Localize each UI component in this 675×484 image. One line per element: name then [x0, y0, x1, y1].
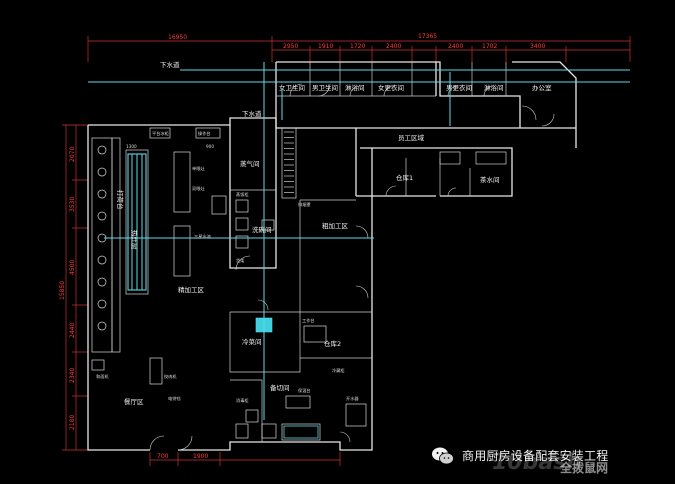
label-storage-2: 仓库2: [324, 339, 341, 348]
dim-left-seg-2: 3530: [69, 197, 76, 212]
label-drain-1: 下水道: [160, 60, 180, 69]
label-toilet-f: 女卫生间: [279, 83, 305, 92]
label-storage-1: 仓库1: [396, 173, 413, 182]
eq-label-15: 保温台: [298, 387, 311, 394]
burner-icon: [97, 211, 107, 221]
dim-top-seg-6: 2400: [448, 43, 463, 50]
dim-left-seg-1: 2070: [69, 147, 76, 162]
staff-room-partitions: [276, 62, 507, 196]
dim-top-seg-8: 3400: [530, 43, 545, 50]
label-office: 办公室: [532, 83, 552, 92]
dim-top-seg-2: 1910: [318, 43, 333, 50]
label-shower: 淋浴间: [345, 83, 365, 92]
dim-left-total: 15850: [59, 281, 66, 300]
eq-label-5: 蒸饭柜: [236, 191, 249, 198]
left-dimension-line: 15850 2070 3530 4500 2440 2340 2180: [59, 124, 88, 451]
label-pass-area: 备切间: [270, 383, 290, 392]
burner-icon: [97, 299, 107, 309]
label-toilet-m: 男卫生间: [312, 83, 338, 92]
burner-icon: [97, 145, 107, 155]
top-dimension-line: 16950 17365 2950 1910 1720 2400 2400 170…: [87, 33, 631, 62]
label-fine-area: 精加工区: [178, 285, 205, 294]
label-locker-m: 男更衣间: [446, 83, 472, 92]
label-shower-2: 淋浴间: [484, 83, 504, 92]
label-pantry: 茶水间: [480, 175, 500, 184]
burner-icon: [97, 321, 107, 331]
label-hot-kitchen: 热灶厨: [130, 230, 139, 250]
eq-label-7: 货架: [236, 257, 244, 264]
dim-top-seg-1: 2950: [283, 43, 298, 50]
dim-inner-1: 1300: [126, 144, 137, 149]
watermark-site-text: 10bash: [492, 450, 582, 475]
label-drain-2: 下水道: [242, 109, 262, 118]
burner-icon: [97, 167, 107, 177]
eq-label-10: 和面机: [96, 373, 109, 380]
burner-icon: [97, 189, 107, 199]
label-counter: 打荷台: [116, 190, 125, 210]
dim-top-total-right: 17365: [418, 33, 437, 40]
eq-label-1: 平台冰柜: [152, 130, 169, 137]
eq-label-16: 开水器: [346, 395, 359, 402]
label-cold-dish: 冷菜间: [242, 337, 262, 346]
bottom-dimension-line: 700 1900: [149, 452, 341, 466]
label-dining: 餐厅区: [124, 397, 144, 406]
dim-top-seg-3: 1720: [350, 43, 365, 50]
eq-label-13: 电饼铛: [168, 395, 181, 402]
eq-label-14: 排烟罩: [298, 201, 311, 208]
label-locker-f: 女更衣间: [378, 83, 404, 92]
burner-icon: [97, 277, 107, 287]
kitchen-partitions: [229, 118, 372, 442]
equipment-annotations: 平台冰柜 操作台 单眼灶 双眼灶 蒸饭柜 三星水池 货架 工作台 绞肉机 和面机…: [96, 130, 359, 404]
eq-label-4: 双眼灶: [192, 185, 205, 192]
label-wash-room: 洗碗间: [252, 225, 272, 234]
eq-label-12: 冷藏柜: [332, 367, 345, 374]
eq-label-8: 工作台: [302, 317, 315, 324]
eq-label-11: 消毒柜: [236, 397, 249, 404]
outer-walls: [87, 61, 577, 451]
eq-label-2: 操作台: [198, 130, 211, 137]
label-steam-room: 蒸气间: [240, 159, 260, 168]
watermark-text: 商用厨房设备配套安装工程: [462, 449, 609, 463]
wechat-logo-icon: [432, 447, 454, 465]
eq-label-3: 单眼灶: [192, 165, 205, 172]
label-rough-area: 粗加工区: [322, 221, 349, 230]
eq-label-6: 三星水池: [194, 233, 212, 239]
burner-icon: [97, 255, 107, 265]
dim-top-seg-4: 2400: [386, 43, 401, 50]
dim-bottom-2: 1900: [193, 453, 208, 460]
drain-pipes: [88, 62, 630, 420]
dim-inner-2: 900: [206, 144, 214, 149]
watermark-back-text: 全拨鼠网: [560, 461, 609, 475]
dim-top-seg-7: 1702: [482, 43, 497, 50]
dim-top-total-left: 16950: [168, 34, 187, 41]
eq-label-9: 绞肉机: [164, 373, 177, 380]
dim-left-seg-3: 4500: [69, 260, 76, 275]
watermark-panel: [424, 440, 675, 484]
hot-line-equipment: [91, 127, 367, 441]
dim-left-seg-4: 2440: [69, 323, 76, 338]
dim-left-seg-5: 2340: [69, 368, 76, 383]
dim-bottom-1: 700: [157, 453, 169, 460]
dim-left-seg-6: 2180: [69, 415, 76, 430]
label-staff-area: 员工区域: [398, 133, 425, 142]
doors: [149, 83, 555, 451]
room-labels: 下水道 下水道 女卫生间 男卫生间 淋浴间 女更衣间 男更衣间 淋浴间 办公室 …: [116, 60, 552, 406]
